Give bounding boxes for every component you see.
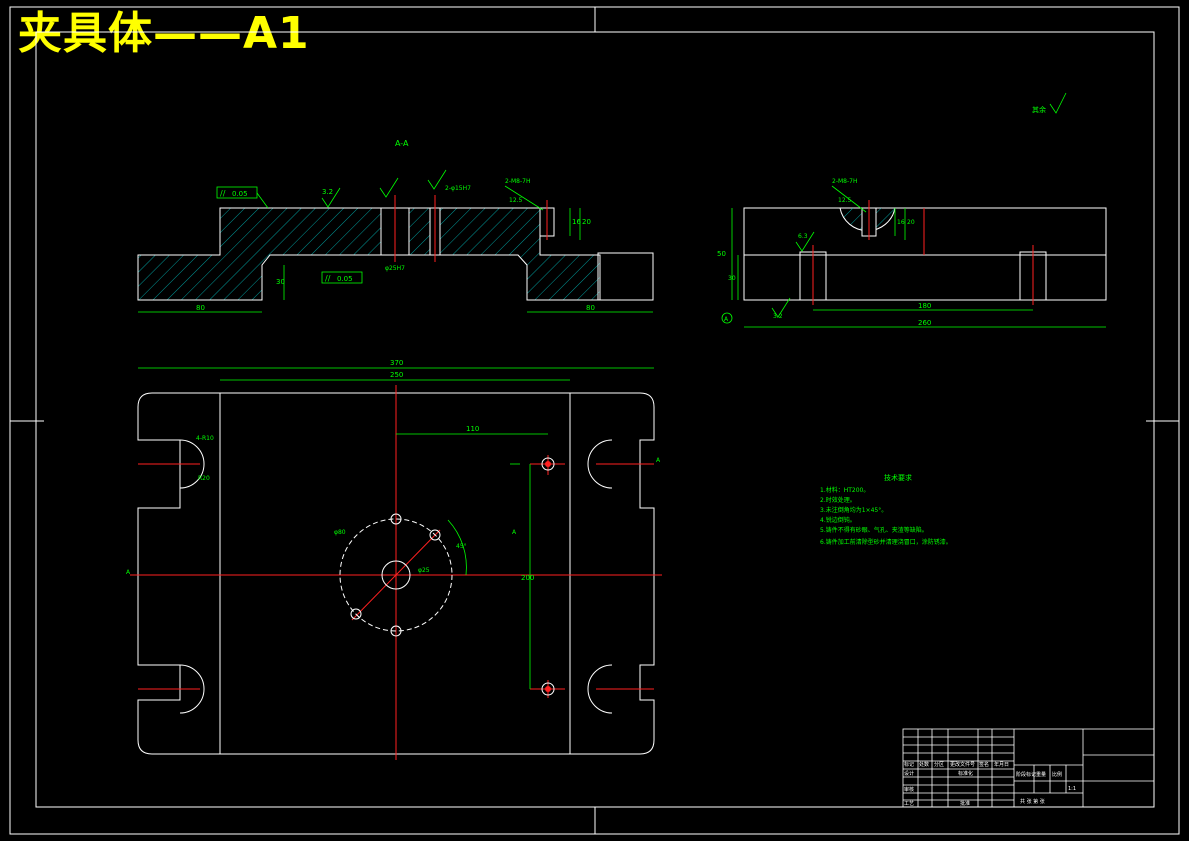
tech-req-line: 6.铸件加工前清除型砂并清理浇冒口，涂防锈漆。 — [820, 538, 952, 546]
section-label: A-A — [395, 139, 409, 148]
svg-text:φ80: φ80 — [334, 529, 346, 536]
svg-text:A: A — [656, 457, 661, 464]
svg-text:180: 180 — [918, 302, 931, 310]
svg-text:标记: 标记 — [904, 761, 914, 768]
svg-text:370: 370 — [390, 359, 403, 367]
svg-text:110: 110 — [466, 425, 479, 433]
svg-text:A: A — [512, 529, 517, 536]
svg-text:A: A — [126, 569, 131, 576]
svg-text:设计: 设计 — [904, 770, 914, 777]
tech-req-line: 5.铸件不得有砂眼、气孔、夹渣等缺陷。 — [820, 526, 928, 534]
svg-text:16: 16 — [572, 218, 581, 226]
svg-text:共 张 第 张: 共 张 第 张 — [1020, 798, 1045, 805]
tech-req-line: 2.时效处理。 — [820, 496, 856, 504]
svg-text:工艺: 工艺 — [904, 801, 914, 807]
svg-text:2-M8-7H: 2-M8-7H — [505, 178, 530, 185]
svg-text:3.2: 3.2 — [773, 313, 783, 320]
svg-text:0.05: 0.05 — [337, 275, 353, 283]
svg-text:2-φ15H7: 2-φ15H7 — [445, 185, 471, 192]
tech-req-heading: 技术要求 — [884, 473, 912, 482]
drawing-title: 夹具体——A1 — [18, 8, 310, 59]
top-view: 370 250 110 200 4-R10 R20 φ80 φ25 45° A … — [126, 359, 662, 760]
svg-text:2-M8-7H: 2-M8-7H — [832, 178, 857, 185]
svg-text:φ25: φ25 — [418, 567, 430, 574]
svg-text:16: 16 — [897, 219, 905, 226]
tech-req-line: 1.材料：HT200。 — [820, 486, 869, 494]
svg-text:更改文件号: 更改文件号 — [950, 761, 975, 768]
svg-text:80: 80 — [586, 304, 595, 312]
svg-text:其余: 其余 — [1032, 105, 1046, 114]
side-view: 2-M8-7H 12.5 50 30 180 260 16 20 6.3 3.2… — [717, 178, 1107, 328]
svg-text:3.2: 3.2 — [322, 188, 333, 196]
svg-text:12.5: 12.5 — [509, 197, 523, 204]
tech-requirements: 技术要求 1.材料：HT200。 2.时效处理。 3.未注倒角均为1×45°。 … — [820, 473, 952, 546]
svg-text:分区: 分区 — [934, 761, 944, 768]
svg-text:批准: 批准 — [960, 800, 970, 807]
svg-text:250: 250 — [390, 371, 403, 379]
tech-req-line: 4.锐边倒钝。 — [820, 516, 856, 524]
svg-text:1:1: 1:1 — [1068, 786, 1076, 792]
outer-frame — [9, 6, 1180, 835]
svg-text:20: 20 — [907, 219, 915, 226]
svg-text:阶段标记: 阶段标记 — [1016, 771, 1036, 778]
center-marks — [10, 7, 1179, 834]
svg-text:年月日: 年月日 — [994, 761, 1009, 768]
svg-text:签名: 签名 — [979, 761, 989, 768]
svg-text://: // — [325, 274, 331, 283]
section-view: A-A 80 80 30 16 20 // 0.05 // 0.05 3.2 — [137, 139, 654, 313]
svg-text:30: 30 — [276, 278, 285, 286]
svg-text:20: 20 — [582, 218, 591, 226]
svg-text:0.05: 0.05 — [232, 190, 248, 198]
svg-text:80: 80 — [196, 304, 205, 312]
default-roughness: 其余 — [1032, 92, 1067, 114]
svg-text:30: 30 — [728, 275, 736, 282]
svg-text:标准化: 标准化 — [958, 770, 973, 777]
svg-text:4-R10: 4-R10 — [196, 435, 214, 442]
svg-text:50: 50 — [717, 250, 726, 258]
svg-text:6.3: 6.3 — [798, 233, 808, 240]
svg-text:处数: 处数 — [919, 761, 929, 768]
section-hatch — [137, 207, 601, 301]
svg-text:200: 200 — [521, 574, 534, 582]
svg-text:A: A — [724, 316, 729, 323]
svg-text:12.5: 12.5 — [838, 197, 852, 204]
tech-req-line: 3.未注倒角均为1×45°。 — [820, 506, 887, 514]
svg-text:审核: 审核 — [904, 786, 914, 793]
svg-text:260: 260 — [918, 319, 931, 327]
title-block-text: 标记 处数 分区 更改文件号 签名 年月日 设计 标准化 审核 工艺 批准 阶段… — [904, 761, 1076, 807]
svg-text:45°: 45° — [456, 543, 467, 550]
svg-text:R20: R20 — [198, 475, 210, 482]
svg-text:重量: 重量 — [1036, 771, 1046, 778]
title-block — [902, 728, 1155, 808]
svg-text:比例: 比例 — [1052, 771, 1062, 778]
svg-text:φ25H7: φ25H7 — [385, 265, 405, 272]
svg-text://: // — [220, 189, 226, 198]
